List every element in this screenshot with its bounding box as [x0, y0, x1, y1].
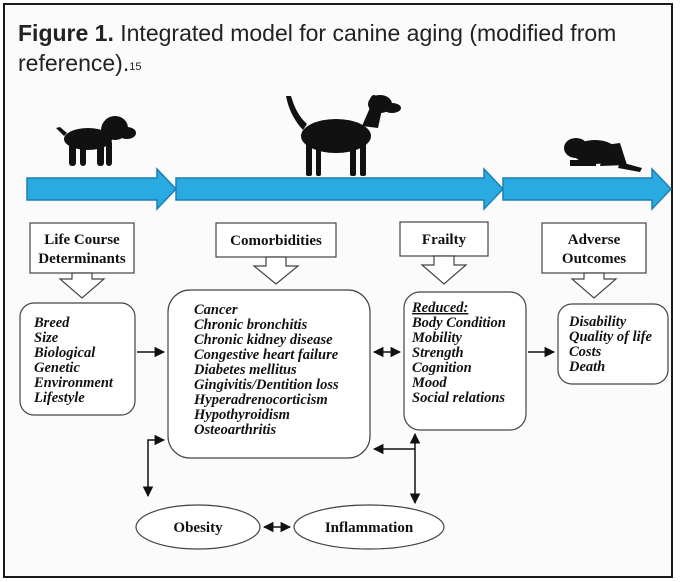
adverse-outcomes-list: Disability Quality of life Costs Death [568, 314, 653, 375]
comorbidity-item: Chronic kidney disease [194, 332, 333, 348]
frailty-item: Mood [411, 375, 447, 391]
comorbidities-title: Comorbidities [230, 233, 322, 249]
inflammation-oval [293, 504, 445, 550]
comorbidities-box [167, 289, 371, 459]
adverse-item: Quality of life [569, 329, 653, 345]
adult-dog-icon [286, 95, 401, 176]
adverse-item: Disability [568, 314, 627, 330]
adverse-item: Costs [569, 344, 602, 360]
down-arrow-adverse [570, 272, 618, 299]
comorbidity-item: Osteoarthritis [194, 422, 277, 438]
frailty-item: Social relations [412, 390, 505, 406]
down-arrow-life-course [58, 272, 106, 299]
frailty-list: Reduced: Body Condition Mobility Strengt… [411, 300, 506, 406]
comorbidities-header: Comorbidities [215, 222, 337, 258]
figure-caption-text: Integrated model for canine aging (modif… [18, 20, 617, 76]
adverse-outcomes-header: Adverse Outcomes [541, 222, 647, 274]
life-course-title-line2: Determinants [38, 251, 126, 267]
comorbidity-item: Diabetes mellitus [193, 362, 297, 378]
reference-number: 15 [129, 61, 142, 73]
down-arrow-frailty [420, 255, 468, 285]
timeline-arrow-late [502, 167, 673, 211]
adverse-title-line1: Adverse [568, 232, 621, 248]
adverse-outcomes-box [557, 303, 669, 385]
down-arrow-comorbidities [252, 256, 300, 285]
life-course-item: Size [34, 330, 59, 346]
frailty-item: Strength [412, 345, 464, 361]
obesity-label: Obesity [173, 520, 223, 536]
comorbidity-item: Chronic bronchitis [194, 317, 308, 333]
life-course-header: Life Course Determinants [29, 222, 135, 274]
life-course-list: Breed Size Biological Genetic Environmen… [33, 315, 114, 406]
frailty-header: Frailty [399, 221, 489, 257]
arrow-comorbidities-to-obesity [142, 434, 166, 498]
frailty-box [403, 291, 527, 431]
comorbidity-item: Hypothyroidism [193, 407, 290, 423]
adverse-title-line2: Outcomes [562, 251, 626, 267]
adverse-item: Death [568, 359, 605, 375]
comorbidities-list: Cancer Chronic bronchitis Chronic kidney… [193, 302, 339, 438]
lying-dog-icon [564, 138, 642, 172]
comorbidity-item: Hyperadrenocorticism [193, 392, 328, 408]
frailty-title: Frailty [422, 232, 467, 248]
life-course-box [19, 302, 136, 416]
timeline-arrow-early [26, 167, 178, 211]
comorbidity-item: Congestive heart failure [194, 347, 339, 363]
life-course-item: Biological [33, 345, 95, 361]
frailty-item: Body Condition [411, 315, 506, 331]
comorbidity-item: Gingivitis/Dentition loss [194, 377, 339, 393]
life-course-item: Lifestyle [33, 390, 85, 406]
obesity-oval [135, 504, 261, 550]
timeline-arrow-middle [175, 167, 505, 211]
inflammation-label: Inflammation [325, 520, 414, 536]
figure-caption: Figure 1. Integrated model for canine ag… [18, 18, 658, 78]
life-course-item: Breed [33, 315, 70, 331]
comorbidity-item: Cancer [194, 302, 238, 318]
figure-label: Figure 1. [18, 20, 114, 46]
life-course-title-line1: Life Course [44, 232, 120, 248]
frailty-item: Mobility [411, 330, 463, 346]
puppy-icon [56, 116, 136, 166]
life-course-item: Environment [33, 375, 114, 391]
frailty-item: Cognition [412, 360, 472, 376]
life-course-item: Genetic [34, 360, 80, 376]
frailty-heading: Reduced: [411, 300, 468, 316]
